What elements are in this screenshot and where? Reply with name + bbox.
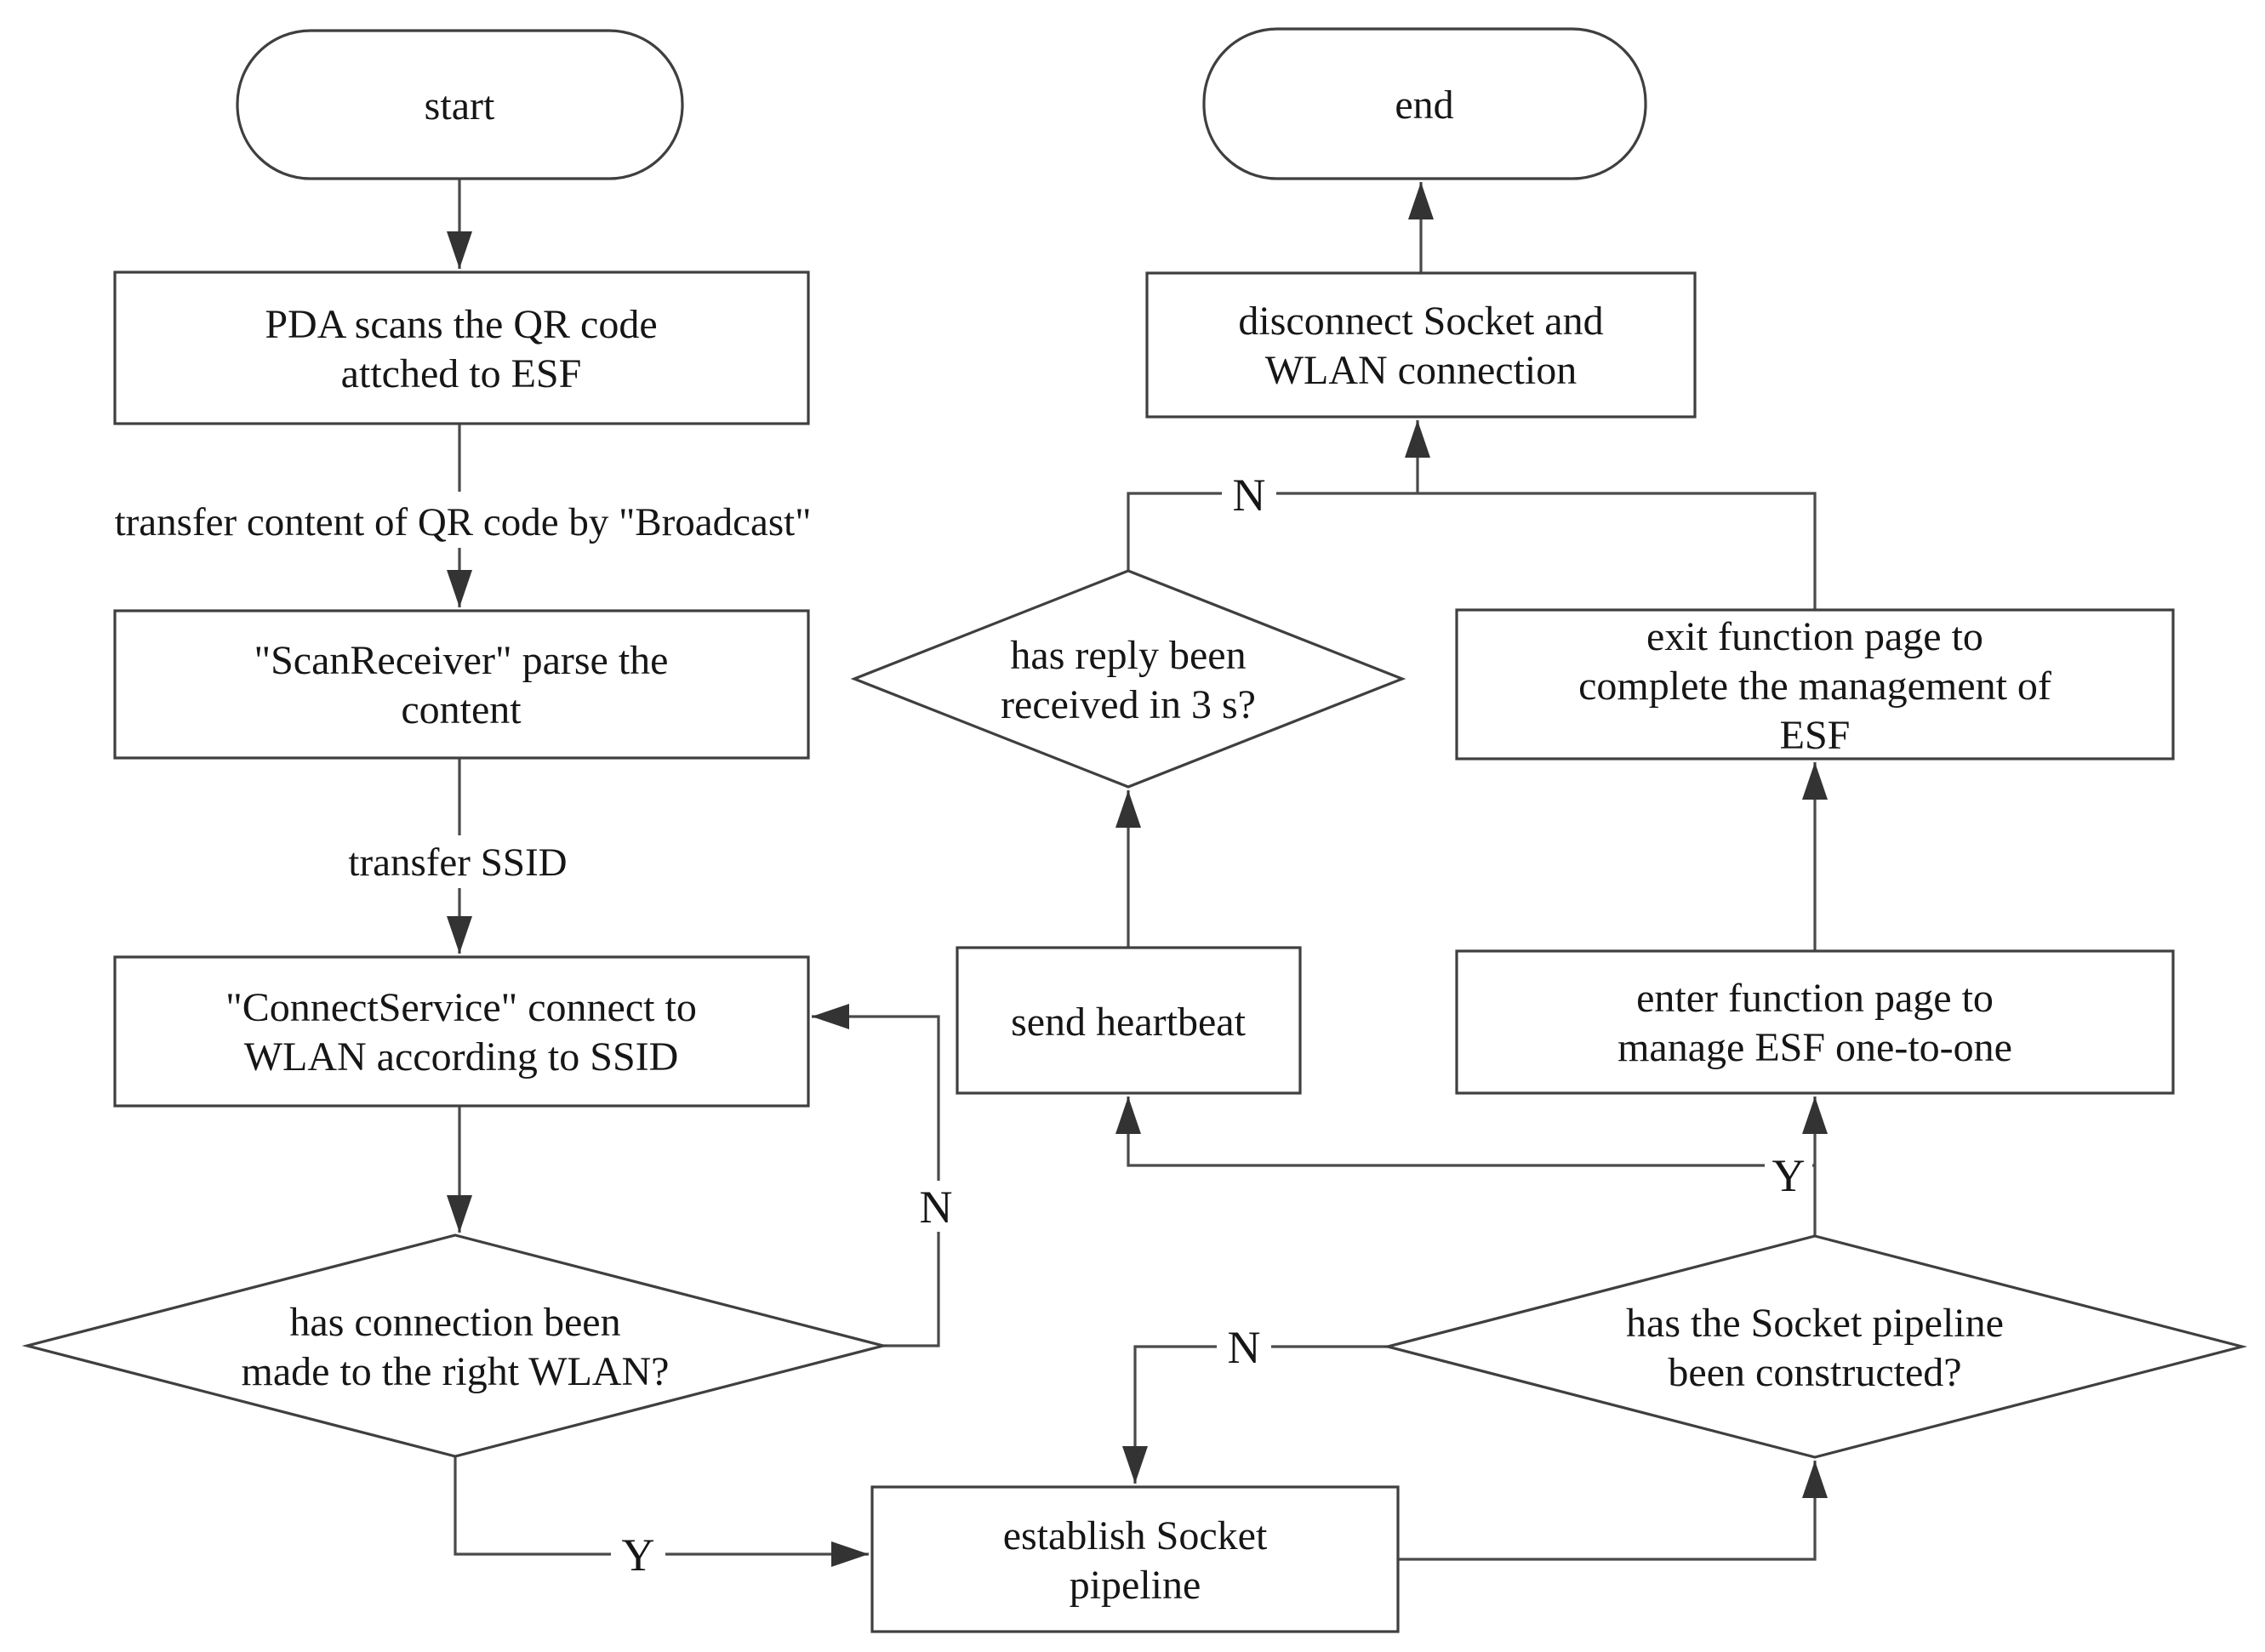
node-connect-service-line2: WLAN according to SSID [244,1034,679,1079]
edge-wlan-yes-to-establish [454,1456,869,1567]
wlan-no-label-bg [912,1181,961,1232]
node-wlan-decision: has connection been made to the right WL… [21,1233,889,1458]
node-connect-service-shape [113,955,810,1108]
node-send-heartbeat: send heartbeat [956,946,1302,1095]
transfer-ssid-label-bg [326,835,591,888]
node-reply-decision-line1: has reply been [1010,633,1246,678]
node-exit-function-line2: complete the management of [1578,664,2051,709]
transfer-ssid-label: transfer SSID [348,840,567,885]
node-disconnect-line2: WLAN connection [1265,348,1578,393]
wlan-yes-label: Y [622,1530,655,1581]
socket-no-label-bg [1217,1323,1271,1370]
node-establish-socket-line1: establish Socket [1003,1513,1268,1558]
node-enter-function-line1: enter function page to [1636,976,1994,1021]
node-socket-decision: has the Socket pipeline been constructed… [1382,1234,2248,1459]
broadcast-label-bg [16,492,911,548]
edge-socket-no-to-establish [1122,1345,1388,1484]
node-scan-receiver: "ScanReceiver" parse the content [113,609,810,760]
node-start: start [236,29,684,180]
node-establish-socket-shape [870,1485,1400,1633]
node-reply-decision-line2: received in 3 s? [1001,682,1256,727]
wlan-no-label: N [920,1182,953,1233]
node-disconnect: disconnect Socket and WLAN connection [1145,271,1697,419]
node-end: end [1202,27,1647,180]
node-exit-function-line1: exit function page to [1646,614,1983,659]
node-start-label: start [425,83,495,128]
broadcast-label: transfer content of QR code by "Broadcas… [115,500,812,544]
node-connect-service-line1: "ConnectService" connect to [225,985,697,1030]
node-socket-decision-shape [1382,1234,2248,1459]
node-start-shape [236,29,684,180]
node-enter-function-line2: manage ESF one-to-one [1617,1025,2012,1070]
node-scan-receiver-shape [113,609,810,760]
edge-labels: transfer content of QR code by "Broadcas… [16,470,1812,1581]
edge-reply-no-exit-merge [1127,492,1817,610]
node-send-heartbeat-shape [956,946,1302,1095]
node-pda-scan: PDA scans the QR code attched to ESF [113,271,810,425]
node-disconnect-line1: disconnect Socket and [1238,299,1603,344]
node-reply-decision: has reply been received in 3 s? [850,569,1406,789]
node-send-heartbeat-line1: send heartbeat [1011,1000,1247,1045]
node-wlan-decision-line2: made to the right WLAN? [242,1349,670,1394]
node-scan-receiver-line2: content [401,687,522,732]
node-pda-scan-line2: attched to ESF [341,351,582,396]
node-reply-decision-shape [850,569,1406,789]
wlan-yes-label-bg [611,1530,665,1578]
node-pda-scan-line1: PDA scans the QR code [265,302,657,347]
node-enter-function: enter function page to manage ESF one-to… [1455,949,2175,1095]
node-scan-receiver-line1: "ScanReceiver" parse the [254,638,669,683]
node-establish-socket-line2: pipeline [1070,1563,1201,1608]
node-wlan-decision-shape [21,1233,889,1458]
edge-socket-yes-to-heartbeat [1115,1097,1815,1167]
socket-yes-label-bg [1765,1142,1812,1189]
node-exit-function-shape [1455,608,2175,760]
node-end-label: end [1395,83,1453,128]
socket-no-label: N [1228,1322,1261,1373]
node-exit-function: exit function page to complete the manag… [1455,608,2175,760]
node-disconnect-shape [1145,271,1697,419]
node-connect-service: "ConnectService" connect to WLAN accordi… [113,955,810,1108]
nodes: start PDA scans the QR code attched to E… [21,27,2248,1633]
node-socket-decision-line1: has the Socket pipeline [1626,1301,2004,1346]
node-establish-socket: establish Socket pipeline [870,1485,1400,1633]
node-wlan-decision-line1: has connection been [289,1300,620,1345]
reply-no-label: N [1233,470,1266,521]
edge-establish-to-socket-decision [1398,1461,1828,1561]
node-exit-function-line3: ESF [1780,713,1851,758]
node-end-shape [1202,27,1647,180]
node-pda-scan-shape [113,271,810,425]
node-socket-decision-line2: been constructed? [1668,1350,1961,1395]
node-enter-function-shape [1455,949,2175,1095]
reply-no-label-bg [1222,470,1276,517]
socket-yes-label: Y [1772,1150,1806,1201]
